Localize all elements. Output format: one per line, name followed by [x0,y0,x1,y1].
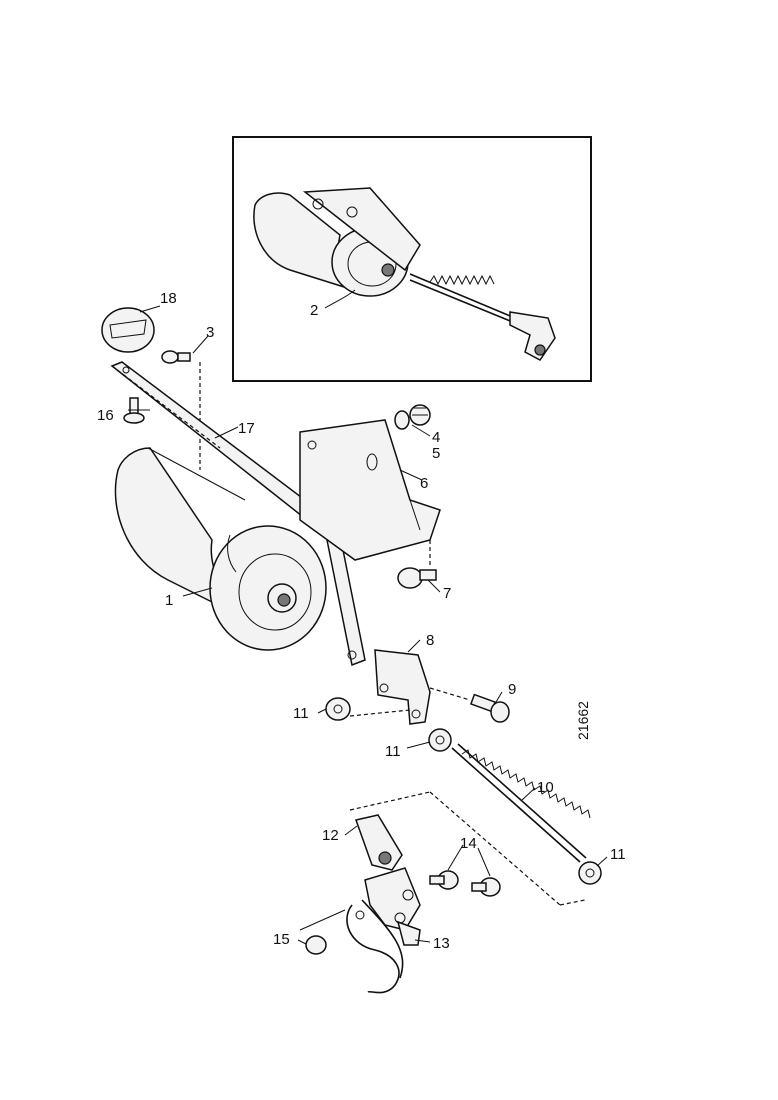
bolt-part-9 [429,687,510,723]
callout-2: 2 [310,302,318,319]
callout-9: 9 [508,681,516,698]
screw-part-3 [161,350,201,470]
callout-12: 12 [322,827,339,844]
cap-part-18 [101,305,161,353]
callout-13: 13 [433,935,450,952]
callout-labels: 1 2 3 4 5 6 7 8 9 10 11 11 11 12 13 14 1… [97,290,626,952]
callout-16: 16 [97,407,114,424]
assembled-view-inset [232,136,592,382]
drawing-code: 21662 [575,701,591,740]
callout-11-b: 11 [385,743,401,760]
callout-3: 3 [206,324,214,341]
nut-part-11-b [428,728,452,752]
screw-part-16 [123,397,145,424]
callout-10: 10 [537,779,554,796]
linkage-group [299,791,586,994]
threaded-rod-part-10 [451,743,591,863]
callout-11-a: 11 [293,705,309,722]
motor-part-1 [114,447,327,651]
callout-5: 5 [432,445,440,462]
callout-11-c: 11 [610,846,626,863]
callout-6: 6 [420,475,428,492]
callout-7: 7 [443,585,451,602]
callout-17: 17 [238,420,255,437]
callout-1: 1 [165,592,173,609]
callout-14: 14 [460,835,477,852]
callout-8: 8 [426,632,434,649]
bolt-part-7 [397,540,437,589]
nut-part-11-c [578,861,602,885]
clamp-part-8 [374,649,431,725]
callout-18: 18 [160,290,177,307]
callout-15: 15 [273,931,290,948]
leader-lines [128,335,608,945]
nut-part-4-washer-part-5 [394,404,431,430]
nut-part-11-a [325,697,411,721]
bracket-part-6 [299,419,441,561]
callout-4: 4 [432,429,440,446]
